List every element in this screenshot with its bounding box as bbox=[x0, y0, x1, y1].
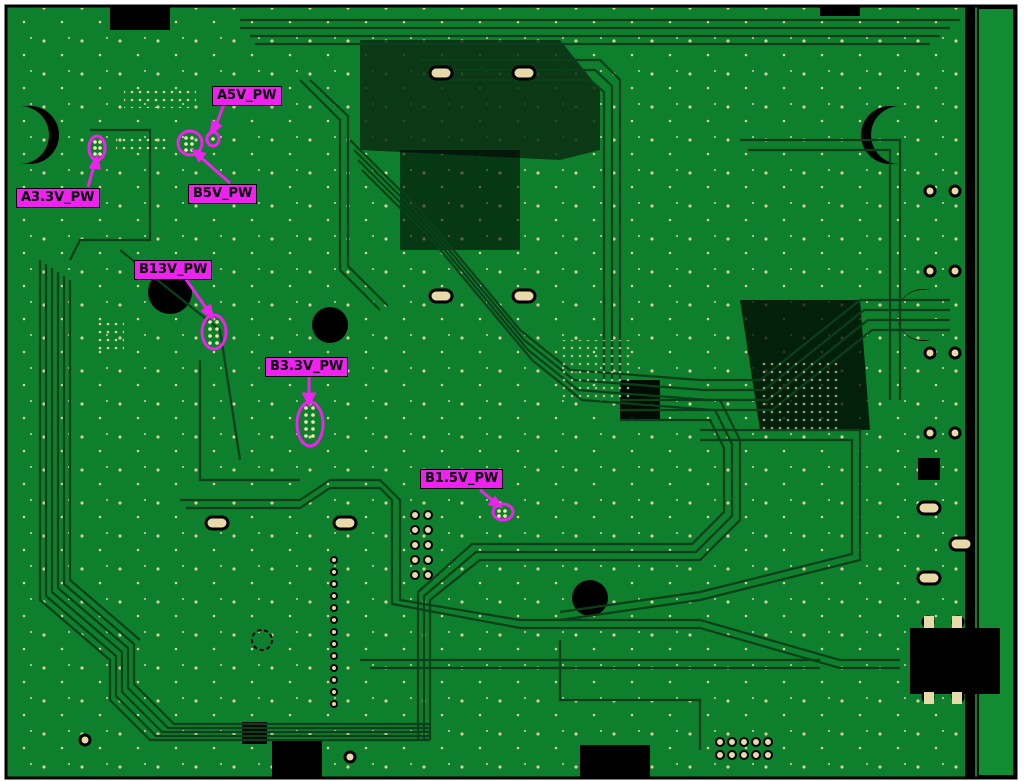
callout-arrows bbox=[86, 103, 504, 509]
label-b33v-pw: B3.3V_PW bbox=[265, 357, 349, 377]
label-b5v-pw: B5V_PW bbox=[188, 184, 258, 204]
bga-field-left bbox=[96, 322, 124, 354]
pin-row-right bbox=[760, 360, 840, 430]
highlight-b15v bbox=[491, 502, 515, 522]
hole-ring bbox=[251, 629, 273, 651]
bga-field-center bbox=[560, 340, 630, 400]
notch-bottom-1 bbox=[272, 740, 322, 778]
right-edge-strip bbox=[965, 6, 975, 778]
label-a5v-pw: A5V_PW bbox=[212, 86, 282, 106]
dark-zone-2 bbox=[400, 150, 520, 250]
label-a33v-pw: A3.3V_PW bbox=[16, 188, 100, 208]
notch-top-right bbox=[820, 6, 860, 16]
connector-block bbox=[910, 628, 1000, 694]
highlight-b13v bbox=[200, 313, 228, 351]
connector-pads bbox=[924, 616, 962, 704]
pin-column-center bbox=[330, 556, 338, 708]
label-b13v-pw: B13V_PW bbox=[134, 260, 213, 280]
notch-bottom-2 bbox=[580, 745, 650, 778]
trace-bundle bbox=[38, 18, 960, 750]
label-b15v-pw: B1.5V_PW bbox=[420, 469, 504, 489]
mount-left bbox=[20, 106, 59, 164]
dark-zone-1 bbox=[360, 40, 600, 160]
connector-header-top2 bbox=[116, 134, 166, 152]
pin-row-bottom bbox=[715, 737, 773, 760]
highlight-b5v bbox=[176, 129, 204, 157]
oval-pads bbox=[204, 65, 974, 586]
connector-header-top bbox=[124, 88, 196, 108]
square-pad-right bbox=[918, 458, 940, 480]
notch-top-left bbox=[110, 6, 170, 30]
hole-center bbox=[312, 307, 348, 343]
pin-column-pair bbox=[410, 510, 433, 580]
